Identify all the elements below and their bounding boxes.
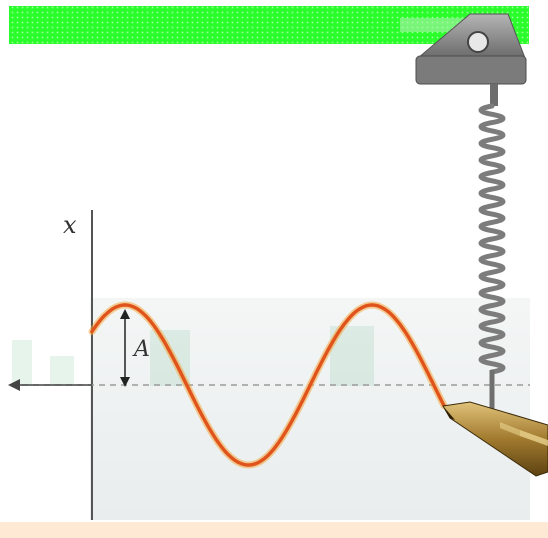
bottom-strip bbox=[0, 522, 548, 538]
amplitude-arrow-top bbox=[120, 309, 130, 319]
amplitude-label: A bbox=[132, 337, 150, 362]
pen-tip bbox=[442, 401, 548, 477]
amplitude-arrow-bottom bbox=[120, 377, 130, 387]
spring-mount bbox=[415, 13, 527, 106]
spring-coil bbox=[478, 103, 506, 375]
direction-arrow-head bbox=[8, 379, 20, 391]
wave-trace bbox=[90, 303, 446, 467]
axis-label-x: x bbox=[63, 211, 77, 239]
